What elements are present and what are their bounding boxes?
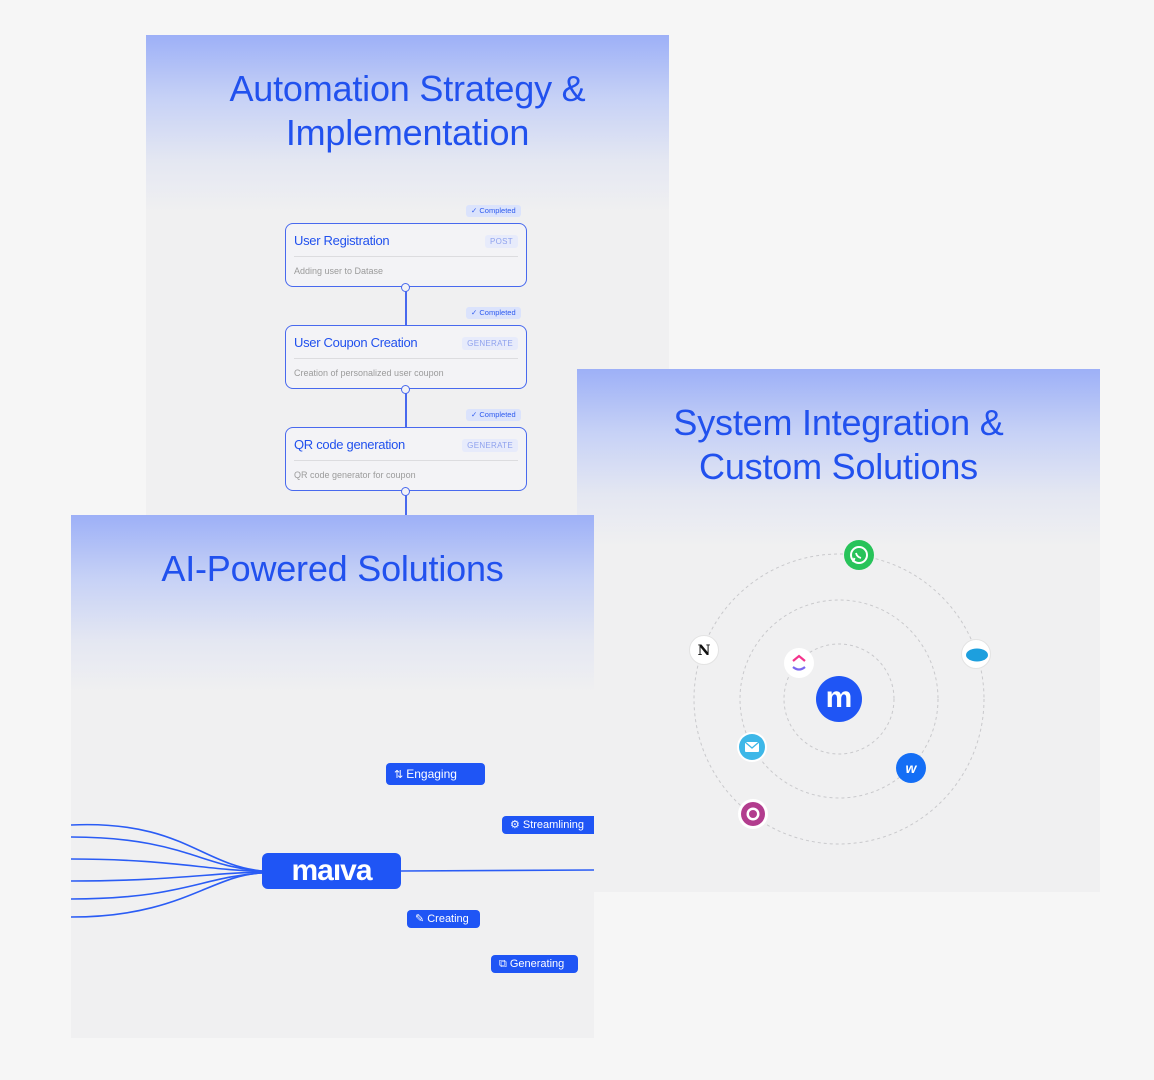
workflow-step-user-registration[interactable]: User Registration POST Adding user to Da… [285, 223, 527, 287]
completed-badge: ✓ Completed [466, 205, 521, 217]
orbit-rings [693, 553, 985, 845]
step-title: QR code generation [294, 437, 405, 452]
tag-engaging[interactable]: ⇅Engaging [386, 763, 485, 785]
circle-app-icon [738, 799, 768, 829]
notion-icon: N [689, 635, 719, 665]
divider [294, 358, 518, 359]
automation-strategy-card: Automation Strategy & Implementation ✓ C… [146, 35, 669, 558]
completed-badge: ✓ Completed [466, 307, 521, 319]
email-icon [737, 732, 767, 762]
completed-badge: ✓ Completed [466, 409, 521, 421]
tag-generating[interactable]: ⧉Generating [491, 955, 578, 973]
connector-node [401, 283, 410, 292]
method-tag: GENERATE [462, 337, 518, 350]
whatsapp-icon [844, 540, 874, 570]
workflow-step-qr-code-generation[interactable]: QR code generation GENERATE QR code gene… [285, 427, 527, 491]
tag-label: Creating [427, 913, 469, 925]
method-tag: POST [485, 235, 518, 248]
method-tag: GENERATE [462, 439, 518, 452]
maiva-logo: maıva [262, 853, 401, 889]
image-icon: ⧉ [499, 958, 507, 970]
card-title: Automation Strategy & Implementation [229, 68, 586, 153]
connector-line [405, 287, 407, 325]
pencil-icon: ✎ [415, 913, 425, 925]
step-title: User Coupon Creation [294, 335, 418, 350]
step-description: QR code generator for coupon [294, 470, 416, 480]
step-description: Adding user to Datase [294, 266, 384, 276]
card-title: AI-Powered Solutions [161, 548, 504, 589]
webflow-icon: w [896, 753, 926, 783]
divider [294, 460, 518, 461]
divider [294, 256, 518, 257]
tag-label: Streamlining [522, 819, 585, 831]
connector-node [401, 385, 410, 394]
tag-creating[interactable]: ✎Creating [407, 910, 480, 928]
tag-label: Generating [509, 958, 565, 970]
maiva-center-logo: m [816, 676, 862, 722]
connector-node [401, 487, 410, 496]
step-title: User Registration [294, 233, 390, 248]
step-description: Creation of personalized user coupon [294, 368, 444, 378]
flow-lines [71, 823, 594, 918]
salesforce-icon [961, 639, 991, 669]
system-integration-card: System Integration & Custom Solutions m … [577, 369, 1100, 892]
swap-arrows-icon: ⇅ [394, 769, 404, 781]
gear-icon: ⚙ [510, 819, 520, 831]
tag-label: Engaging [406, 767, 457, 781]
card-title: System Integration & Custom Solutions [673, 402, 1004, 487]
ai-powered-solutions-card: AI-Powered Solutions maıva ⇅Engaging ⚙St… [71, 515, 594, 1038]
connector-line [405, 389, 407, 427]
clickup-icon [784, 648, 814, 678]
tag-streamlining[interactable]: ⚙Streamlining [502, 816, 594, 834]
workflow-step-user-coupon-creation[interactable]: User Coupon Creation GENERATE Creation o… [285, 325, 527, 389]
